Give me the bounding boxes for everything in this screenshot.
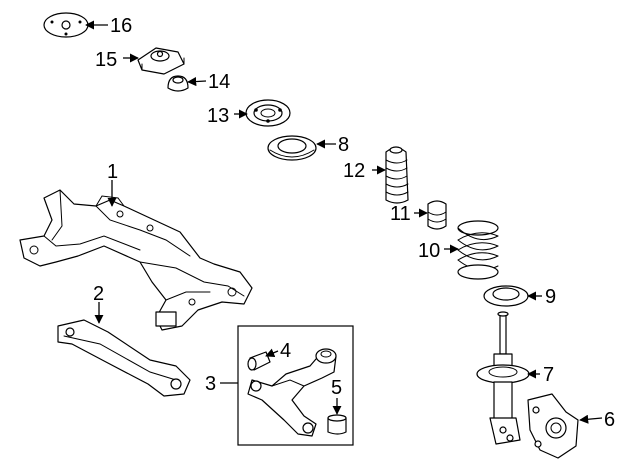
- part-2-brace: [57, 319, 191, 397]
- callout-3: 3: [205, 373, 216, 395]
- callout-4: 4: [280, 340, 291, 362]
- part-7-strut: [476, 311, 530, 445]
- part-16-mount-gasket: [43, 12, 89, 38]
- callout-1: 1: [107, 161, 118, 183]
- part-12-dust-boot: [385, 146, 409, 204]
- callout-8: 8: [338, 134, 349, 156]
- callout-9: 9: [545, 286, 556, 308]
- callout-12: 12: [343, 160, 365, 182]
- part-3-group-box: [237, 325, 354, 446]
- callout-15: 15: [95, 49, 117, 71]
- part-11-bump-stop: [427, 200, 447, 230]
- callout-14: 14: [208, 71, 230, 93]
- part-15-strut-mount: [137, 47, 185, 75]
- part-6-knuckle: [527, 393, 579, 459]
- callout-2: 2: [93, 283, 104, 305]
- callout-6: 6: [604, 409, 615, 431]
- part-4-bushing: [247, 351, 271, 371]
- callout-11: 11: [390, 203, 411, 225]
- part-10-coil-spring: [457, 220, 499, 280]
- callout-7: 7: [543, 364, 554, 386]
- callout-13: 13: [207, 105, 229, 127]
- part-14-bump-cap: [167, 75, 189, 92]
- callout-10: 10: [418, 240, 440, 262]
- part-5-bushing: [327, 414, 347, 435]
- part-1-subframe: [19, 189, 253, 331]
- part-3-control-arm: [247, 348, 337, 437]
- callout-16: 16: [110, 15, 132, 37]
- part-8-spring-seat: [267, 135, 317, 161]
- part-13-bearing: [245, 99, 291, 127]
- part-9-lower-seat: [483, 285, 529, 307]
- callout-5: 5: [331, 377, 342, 399]
